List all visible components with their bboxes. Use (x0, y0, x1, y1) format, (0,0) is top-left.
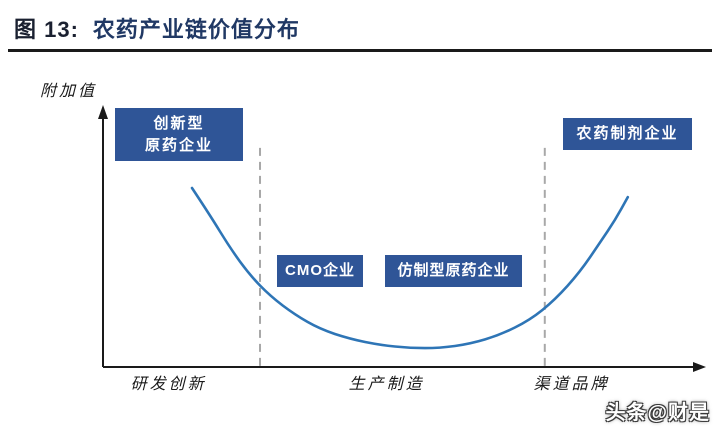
value-smile-curve (190, 186, 630, 350)
annotation-box-formulation: 农药制剂企业 (563, 118, 692, 150)
watermark: 头条@财是 (605, 402, 710, 424)
x-axis-arrow-icon (693, 362, 706, 372)
figure-header: 图 13: 农药产业链价值分布 (14, 12, 704, 44)
figure-title: 农药产业链价值分布 (92, 17, 300, 42)
annotation-box-innovator-line2: 原药企业 (144, 136, 213, 154)
x-stage-label-2: 生产制造 (349, 375, 425, 393)
figure-number-label: 图 13: (14, 17, 79, 42)
annotation-box-cmo-label: CMO企业 (285, 262, 355, 280)
annotation-box-generic-label: 仿制型原药企业 (397, 262, 510, 280)
annotation-box-formulation-label: 农药制剂企业 (576, 125, 679, 143)
y-axis-arrow-icon (98, 105, 108, 119)
y-axis-label: 附加值 (40, 83, 98, 100)
title-underline (8, 49, 712, 52)
annotation-box-generic-api: 仿制型原药企业 (385, 255, 522, 287)
annotation-box-cmo: CMO企业 (277, 255, 363, 287)
x-stage-label-3: 渠道品牌 (534, 375, 610, 393)
annotation-box-innovator-line1: 创新型 (153, 114, 205, 132)
annotation-box-innovator-api: 创新型 原药企业 (115, 108, 243, 161)
x-stage-label-1: 研发创新 (131, 375, 207, 393)
